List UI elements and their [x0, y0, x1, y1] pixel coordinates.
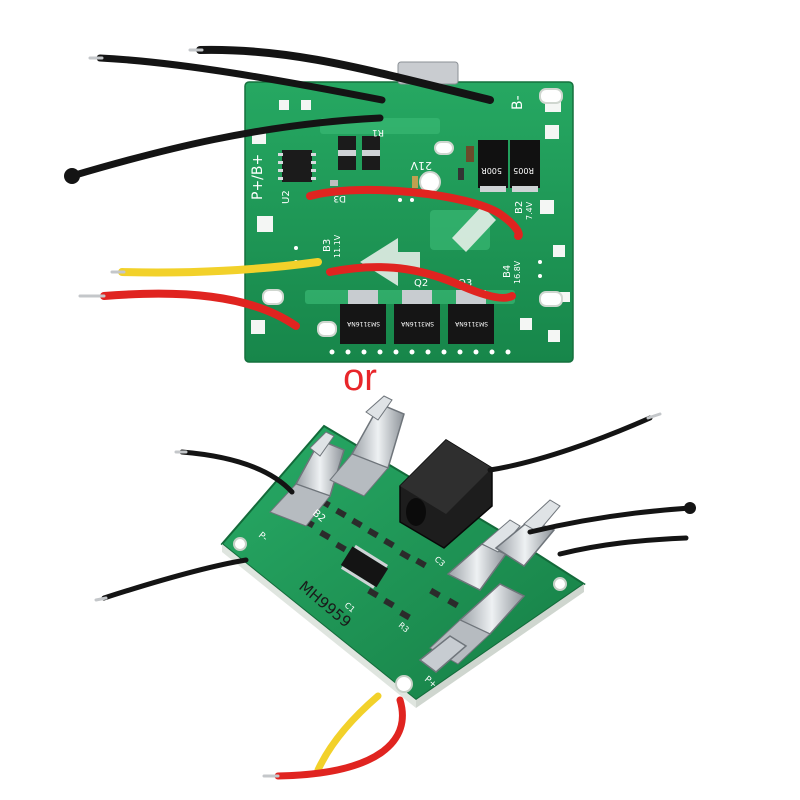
- top-thermistor: [64, 168, 80, 184]
- top-label-b-minus: B-: [510, 95, 526, 110]
- top-wire-black-1: [196, 45, 494, 104]
- top-label-p-plus: P+/B+: [250, 154, 266, 200]
- top-resistor-r005-pad: [512, 186, 538, 192]
- top-label-b2-voltage: 7.4V: [525, 201, 534, 220]
- top-ic-u2: [282, 150, 312, 182]
- top-diode-d1-band: [338, 150, 356, 156]
- bottom-terminal-2: [329, 395, 405, 497]
- top-label-b4-voltage: 16.8V: [513, 260, 522, 284]
- top-mosfet-2: [394, 290, 440, 344]
- bottom-terminal-6: [418, 635, 468, 673]
- top-pcb-board: P+/B+ B- U2 R1 D3 21V 500R R005 B2 7.4V …: [244, 61, 574, 363]
- bottom-pcb-substrate: [220, 424, 586, 702]
- top-silk-arrow: [360, 238, 420, 286]
- top-wire-black-3: [68, 114, 384, 180]
- top-mosfet-2-marking: SM3116NA: [400, 320, 434, 327]
- bottom-wire-black-right-low: [557, 535, 689, 557]
- top-wires: [64, 45, 523, 330]
- top-silk-arrow-2: [452, 206, 496, 252]
- bottom-wire-tip-2: [94, 596, 108, 602]
- bottom-wire-tip-3: [646, 412, 662, 420]
- bottom-terminal-1: [269, 431, 345, 527]
- top-label-r005: R005: [513, 166, 534, 175]
- top-label-q2: Q2: [414, 278, 428, 289]
- bottom-pcb-edge-right: [416, 584, 584, 708]
- top-mosfet-1-marking: SM3116NA: [346, 320, 380, 327]
- top-mosfet-3: [448, 290, 494, 344]
- top-label-500r: 500R: [481, 166, 502, 175]
- bottom-wire-black-left-bottom: [101, 557, 249, 601]
- separator-or-label: or: [343, 357, 377, 399]
- top-diode-d2-band: [362, 150, 380, 156]
- top-mosfet-1: [340, 290, 386, 344]
- top-wire-yellow: [118, 258, 322, 277]
- top-wire-red-3: [326, 263, 516, 302]
- top-label-u2: U2: [281, 190, 292, 204]
- top-label-b3: B3: [322, 239, 333, 252]
- top-label-d3: D3: [333, 193, 346, 203]
- top-smd-parts: [330, 146, 474, 188]
- bottom-mounting-holes: [233, 537, 567, 693]
- top-wire-black-2: [96, 54, 386, 104]
- top-label-b2: B2: [514, 201, 525, 214]
- bottom-wire-black-left-top: [179, 449, 295, 495]
- top-mounting-holes: [262, 88, 563, 337]
- top-wire-red-1: [306, 186, 523, 240]
- bottom-main-ic: [340, 544, 389, 589]
- top-label-b3-voltage: 11.1V: [333, 234, 342, 258]
- top-resistor-500r: [478, 140, 508, 188]
- top-mosfet-3-marking: SM3116NA: [454, 320, 488, 327]
- bottom-dc-jack: [399, 439, 493, 549]
- top-resistor-r005: [510, 140, 540, 188]
- top-ic-u2-pins: [278, 153, 316, 180]
- top-label-r1: R1: [372, 127, 384, 137]
- top-label-21v: 21V: [410, 159, 432, 172]
- bottom-thermistor: [684, 502, 696, 514]
- top-wire-red-2: [100, 289, 300, 330]
- bottom-wires: [94, 412, 696, 780]
- bottom-wire-red: [274, 696, 406, 780]
- bottom-wire-yellow: [314, 692, 382, 774]
- bottom-wire-black-right-mid: [527, 505, 693, 535]
- bottom-wire-black-right-top: [487, 415, 653, 473]
- top-label-b4: B4: [502, 265, 513, 278]
- top-silkscreen-pads: [251, 98, 570, 342]
- bottom-pcb-edge: [222, 544, 416, 708]
- top-resistor-500r-pad: [480, 186, 506, 192]
- bottom-pcb-board: MH9959 B2 P- P+ R3 C1 C3: [220, 395, 586, 708]
